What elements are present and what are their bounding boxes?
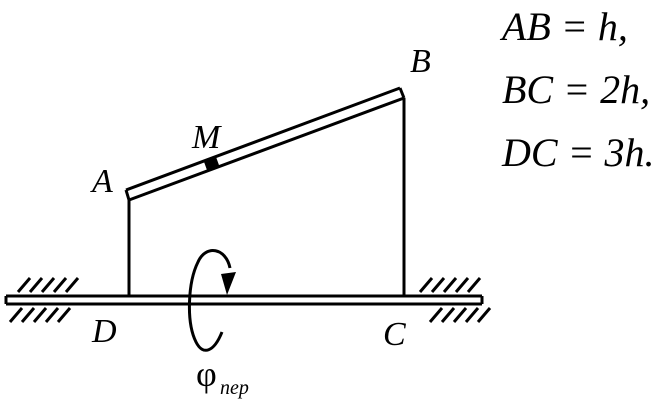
given-BC: BC = 2h, (502, 67, 650, 112)
rotation-angle-label: φ пер (196, 354, 249, 399)
given-conditions: AB = h, BC = 2h, DC = 3h. (499, 4, 655, 175)
right-support (418, 277, 492, 323)
rotation-arrow-icon (188, 249, 236, 352)
label-B: B (410, 43, 431, 80)
tube-AB (124, 86, 406, 202)
label-C: C (383, 316, 406, 353)
label-M: M (191, 119, 222, 156)
label-D: D (91, 313, 117, 350)
rotation-axis-shaft (4, 294, 484, 306)
phi-symbol: φ (196, 354, 217, 394)
phi-subscript: пер (220, 377, 249, 399)
point-M-marker (203, 156, 220, 171)
given-DC: DC = 3h. (501, 130, 655, 175)
label-A: A (90, 163, 113, 200)
left-support (8, 277, 80, 323)
given-AB: AB = h, (499, 4, 628, 49)
